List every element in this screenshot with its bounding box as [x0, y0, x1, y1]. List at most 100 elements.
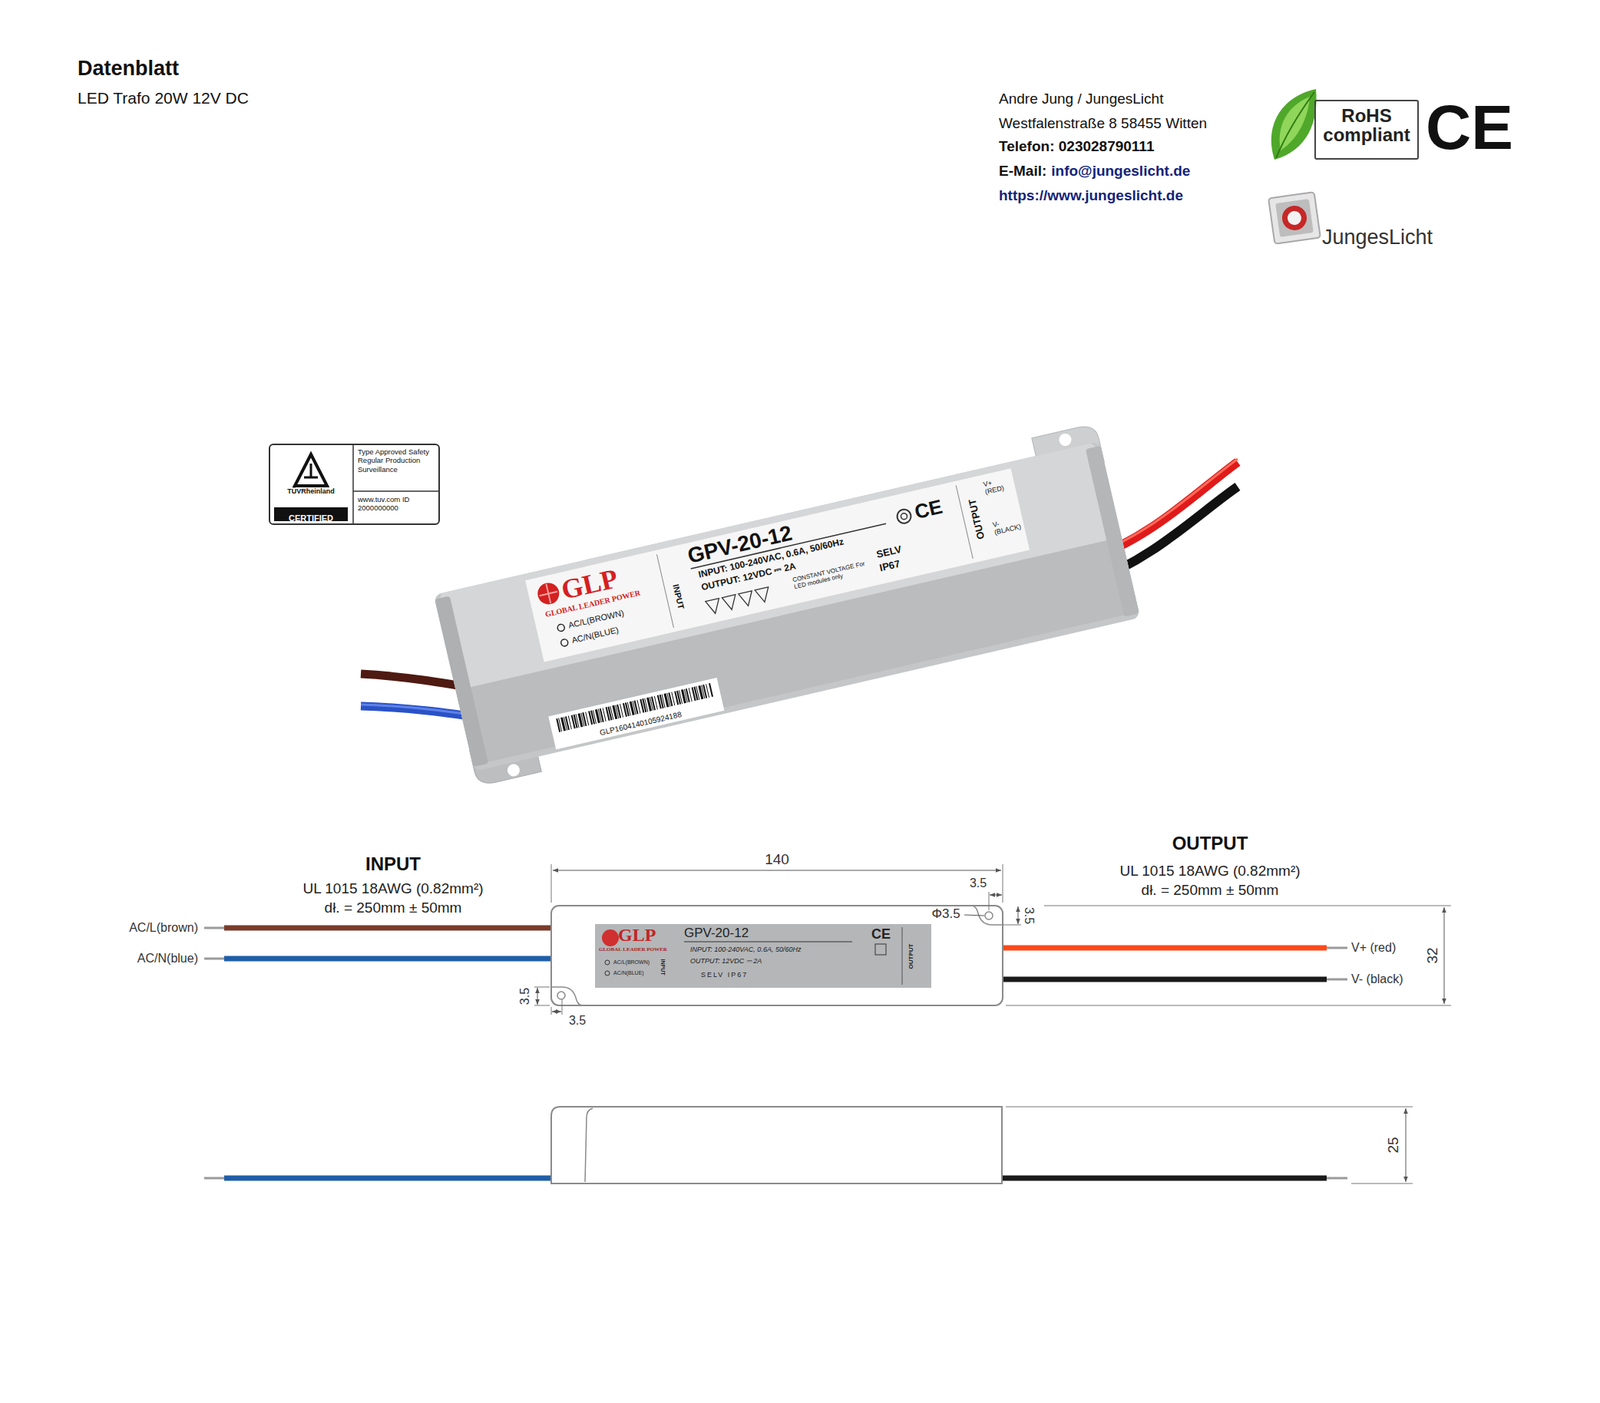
icon-plate: [1275, 198, 1314, 238]
wire-brown: [224, 925, 553, 932]
approval-text: SELV IP67: [700, 971, 748, 979]
extension-line: [551, 864, 553, 903]
terminal-symbol: [604, 971, 610, 976]
housing-side: [551, 1107, 1002, 1184]
dimension-drawing: [204, 864, 1452, 1184]
dimension-line: [552, 1011, 562, 1013]
extension-line: [551, 1007, 553, 1015]
dimension-line: [1444, 907, 1445, 1005]
terminal-name: V- (BLACK): [991, 514, 1026, 537]
leader-line: [964, 915, 985, 916]
badge-status: CERTIFIED: [288, 513, 334, 524]
badge-text: Type Approved Safety Regular Production …: [357, 447, 438, 474]
contact-line: Telefon: 023028790111: [998, 138, 1154, 156]
tuv-mark: [304, 463, 318, 478]
terminal-name: AC/N(BLUE): [613, 970, 645, 977]
logo-globe: [601, 929, 619, 947]
approval-symbol: [900, 512, 909, 521]
wire-blue: [224, 1176, 553, 1182]
label-rule: [955, 485, 973, 559]
wire-tip: [1326, 978, 1348, 982]
housing-outline: [551, 905, 1003, 1006]
terminal-symbol: [556, 624, 566, 633]
model-number: GPV-20-12: [684, 925, 749, 942]
mounting-notch: [505, 763, 521, 778]
wire-spec: UL 1015 18AWG (0.82mm²): [302, 880, 483, 898]
wire-tip: [204, 927, 225, 930]
side-heading: OUTPUT: [966, 498, 988, 541]
label-rule: [684, 942, 853, 943]
contact-line: Westfalenstraße 8 58455 Witten: [998, 115, 1207, 133]
mounting-hole: [985, 912, 993, 920]
dimension: 3.5: [518, 988, 533, 1005]
housing-end: [1085, 446, 1140, 618]
wire-tip: [1326, 1177, 1348, 1181]
leaf: [1271, 89, 1317, 160]
housing: [433, 441, 1141, 772]
tuv-triangle: [294, 454, 328, 486]
rating: OUTPUT: 12VDC ⎓ 2A: [690, 957, 762, 966]
mounting-hole: [557, 991, 566, 1000]
icon-disc: [1280, 204, 1309, 232]
section-heading: INPUT: [365, 853, 421, 876]
terminal-symbol: [560, 638, 569, 648]
brand-logo: GLP: [618, 925, 656, 947]
leaf-vein: [1276, 92, 1315, 159]
wire-length: dł. = 250mm ± 50mm: [1141, 882, 1280, 900]
logo-globe: [535, 581, 562, 608]
dimension: 140: [764, 851, 790, 869]
contact-link: https://www.jungeslicht.de: [998, 187, 1184, 205]
dimension-line: [989, 895, 1002, 896]
brand-slogan: GLOBAL LEADER POWER: [598, 946, 668, 953]
side-heading: OUTPUT: [907, 944, 915, 970]
contact-link: info@jungeslicht.de: [1051, 162, 1191, 180]
badge-text: www.tuv.com ID 2000000000: [357, 495, 438, 513]
dimension: 32: [1424, 947, 1442, 964]
extension-line: [1002, 925, 1022, 926]
extension-line: [1005, 1005, 1452, 1007]
terminal-name: V+ (RED): [982, 474, 1014, 496]
side-heading: INPUT: [659, 959, 666, 976]
mounting-notch: [1057, 432, 1073, 447]
rohs-leaf: [1271, 89, 1317, 160]
subtitle: LED Trafo 20W 12V DC: [77, 89, 249, 108]
extension-line: [988, 892, 990, 911]
extension-line: [1044, 905, 1452, 907]
icon-center: [1286, 210, 1303, 226]
ce-mark: CE: [871, 926, 891, 943]
label-rule: [902, 927, 903, 986]
wire-blue: [224, 956, 553, 962]
dimension: 3.5: [568, 1014, 586, 1029]
dimension-line: [537, 988, 539, 1005]
approval-symbol: [895, 508, 913, 526]
certificate-graphics: [274, 445, 439, 524]
approval-text: IP67: [878, 558, 901, 576]
drawing-label: GLPGLOBAL LEADER POWERAC/L(BROWN)AC/N(BL…: [595, 924, 932, 989]
barcode-sticker: [548, 677, 724, 750]
dimension: 3.5: [969, 876, 987, 891]
wire-length: dł. = 250mm ± 50mm: [324, 899, 463, 917]
section-heading: OUTPUT: [1172, 833, 1249, 855]
dimension: 3.5: [1021, 907, 1036, 925]
terminal-symbol: [604, 960, 610, 966]
extension-line: [534, 1005, 550, 1007]
dimension-line: [1405, 1108, 1407, 1183]
approval-symbols: [705, 587, 772, 615]
wire-tip: [204, 958, 225, 961]
note: CONSTANT VOLTAGE For LED modules only: [792, 559, 871, 591]
certificate-badge: TÜVRheinlandCERTIFIEDType Approved Safet…: [268, 443, 440, 526]
ce-mark: CE: [1425, 91, 1514, 164]
rohs-badge: RoHS compliant: [1314, 99, 1419, 160]
extension-line: [561, 999, 563, 1015]
housing-edge: [585, 1108, 593, 1183]
badge-text: RoHS compliant: [1319, 105, 1415, 145]
wire-name: V- (black): [1351, 972, 1404, 987]
dimension-line: [552, 870, 1002, 872]
wire-name: AC/L(brown): [128, 921, 199, 936]
product-label-ground: [525, 468, 1031, 663]
logo-globe-lines: [537, 581, 560, 606]
wire-black: [1001, 1176, 1327, 1182]
divider: [352, 445, 354, 524]
